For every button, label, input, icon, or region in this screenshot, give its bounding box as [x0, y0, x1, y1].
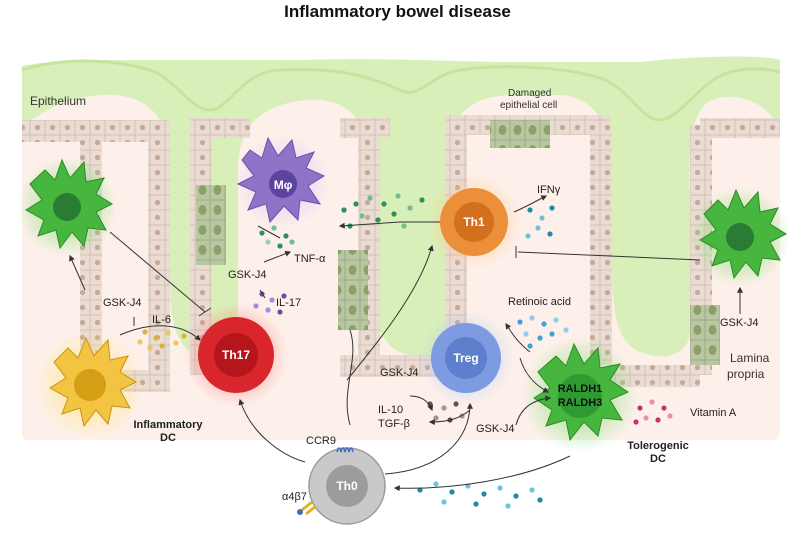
a4b7-integrin-icon	[297, 500, 317, 516]
gsk-j4-treg-label: GSK-J4	[380, 367, 419, 379]
diagram-title: Inflammatory bowel disease	[284, 2, 511, 21]
th17-label: Th17	[222, 348, 250, 362]
raldh3-label: RALDH3	[558, 397, 603, 409]
ra-migration-dots	[417, 481, 543, 509]
th1-cytokine-dots	[341, 193, 425, 229]
il10-label: IL-10	[378, 404, 403, 416]
ifng-label: IFNγ	[537, 184, 561, 196]
ccr9-label: CCR9	[306, 435, 336, 447]
inflammatory-dc: Inflammatory DC	[35, 330, 203, 444]
tolerogenic-dc: RALDH1 RALDH3 Tolerogenic DC	[522, 337, 689, 465]
il6-dots	[137, 329, 187, 351]
il6-label: IL-6	[152, 314, 171, 326]
th1-label: Th1	[463, 215, 485, 229]
il17-label: IL-17	[276, 297, 301, 309]
treg-cell: Treg	[418, 310, 514, 406]
damaged-cell-label-2: epithelial cell	[500, 100, 557, 111]
th0-cell: Th0	[297, 447, 386, 525]
tolerogenic-dc-label-2: DC	[650, 453, 666, 465]
damaged-cell-label-1: Damaged	[508, 88, 551, 99]
retinoic-acid-label: Retinoic acid	[508, 296, 571, 308]
il17-dots	[253, 291, 287, 315]
tgfb-label: TGF-β	[378, 418, 410, 430]
raldh1-label: RALDH1	[558, 383, 603, 395]
gsk-j4-tolerogenic-label: GSK-J4	[476, 423, 515, 435]
green-dc-left	[17, 157, 117, 257]
gsk-j4-left-label: GSK-J4	[103, 297, 142, 309]
a4b7-label: α4β7	[282, 491, 307, 503]
epithelial-cell-layer	[22, 115, 780, 392]
treg-label: Treg	[453, 351, 478, 365]
inflammatory-dc-label-1: Inflammatory	[133, 419, 203, 431]
th0-label: Th0	[336, 479, 358, 493]
gsk-j4-mid-label: GSK-J4	[228, 269, 267, 281]
inflammatory-dc-label-2: DC	[160, 432, 176, 444]
ifng-dots	[525, 205, 555, 239]
tnf-label: TNF-α	[294, 253, 326, 265]
gsk-j4-right-label: GSK-J4	[720, 317, 759, 329]
lamina-label-2: propria	[727, 367, 765, 381]
vitamin-a-dots	[633, 399, 673, 425]
tolerogenic-dc-label-1: Tolerogenic	[627, 440, 689, 452]
ccr9-receptor-icon	[336, 447, 354, 453]
retinoic-acid-dots	[517, 315, 569, 349]
pathway-arrows	[69, 195, 743, 492]
lamina-label-1: Lamina	[730, 351, 770, 365]
macrophage-label: Mφ	[274, 178, 293, 192]
green-dc-right	[690, 187, 790, 287]
vitamin-a-label: Vitamin A	[690, 407, 737, 419]
macrophage-cell: Mφ	[235, 134, 331, 230]
epithelium-label: Epithelium	[30, 94, 86, 108]
tnf-dots	[259, 225, 295, 249]
th17-cell: Th17	[184, 303, 288, 407]
th1-cell: Th1	[426, 174, 522, 270]
